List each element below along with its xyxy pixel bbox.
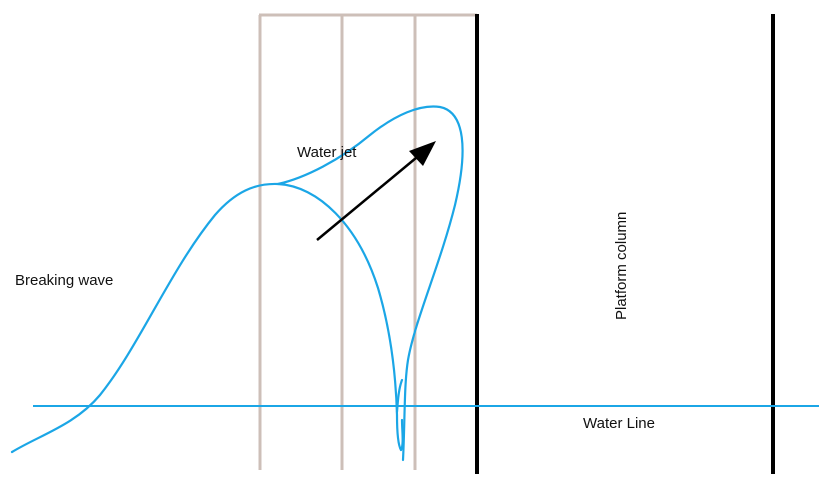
arrow-head (409, 141, 436, 166)
grid-frame (258, 13, 477, 470)
breaking-wave-label: Breaking wave (15, 272, 113, 289)
arrow-shaft (316, 152, 423, 241)
water-jet-arrow (316, 141, 436, 241)
water-line-label: Water Line (583, 415, 655, 432)
wave-inner-lip-path (395, 378, 404, 414)
platform-columns (475, 14, 775, 474)
water-jet-label: Water jet (297, 144, 357, 161)
water-jet-path (276, 105, 464, 462)
platform-column-label: Platform column (613, 212, 630, 320)
wave-front-path (10, 182, 404, 454)
breaking-wave-curve (10, 105, 464, 462)
